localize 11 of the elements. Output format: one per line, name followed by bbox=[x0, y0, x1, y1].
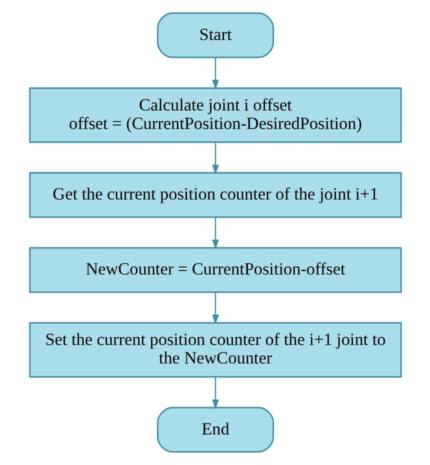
arrow bbox=[212, 58, 218, 90]
node-box: Get the current position counter of the joint i+1 bbox=[28, 172, 402, 218]
node-box: Set the current position counter of the i+1 joint to the NewCounter bbox=[28, 322, 402, 378]
arrow bbox=[212, 377, 218, 410]
node-box: NewCounter = CurrentPosition-offset bbox=[28, 247, 402, 293]
node-box: Calculate joint i offset offset = (CurrentPosition-DesiredPosition) bbox=[28, 87, 402, 143]
node-box: End bbox=[156, 406, 274, 453]
arrow bbox=[212, 292, 218, 324]
arrow bbox=[212, 142, 218, 175]
arrow bbox=[212, 217, 218, 250]
node-box: Start bbox=[156, 12, 274, 58]
